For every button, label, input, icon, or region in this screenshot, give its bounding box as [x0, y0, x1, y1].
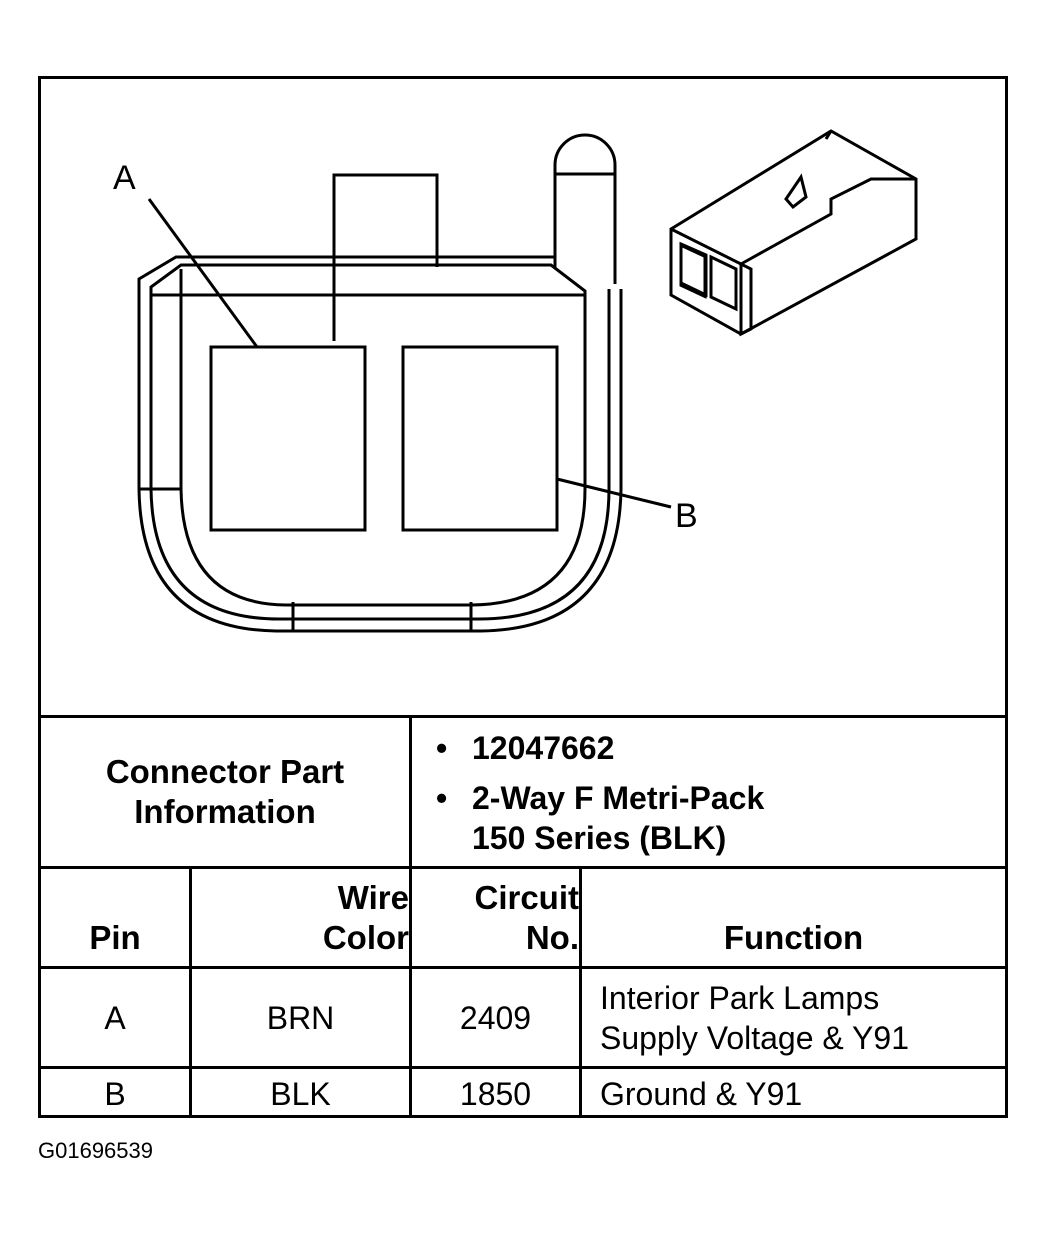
table-row: A BRN 2409 Interior Park Lamps Supply Vo…: [41, 969, 1005, 1069]
part-description: 2-Way F Metri-Pack 150 Series (BLK): [436, 778, 1005, 858]
callout-a-label: A: [113, 159, 136, 197]
header-pin: Pin: [41, 869, 192, 966]
table-row: B BLK 1850 Ground & Y91: [41, 1069, 1005, 1118]
connector-illustration: [137, 129, 918, 633]
circuit-cell: 1850: [412, 1069, 582, 1118]
connector-part-info-row: Connector Part Information 12047662 2-Wa…: [41, 718, 1005, 869]
connector-pin-table: Connector Part Information 12047662 2-Wa…: [41, 715, 1005, 1118]
header-function: Function: [723, 919, 864, 956]
connector-outer-shell: [137, 289, 623, 633]
connector-part-info-values: 12047662 2-Way F Metri-Pack 150 Series (…: [412, 718, 1005, 866]
connector-diagram-frame: A B Connector Part Information 12047662 …: [38, 76, 1008, 1118]
connector-isometric-view: [669, 129, 918, 337]
connector-face-view: A B: [41, 79, 1005, 715]
pin-cell: B: [41, 1069, 192, 1118]
cavity-b: [401, 345, 559, 532]
wire-color-cell: BLK: [192, 1069, 412, 1118]
pin-cell: A: [41, 969, 192, 1066]
connector-inner-top: [149, 263, 587, 489]
connector-latch-post: [553, 133, 617, 284]
callout-b-label: B: [675, 497, 698, 535]
callout-a-leader: [147, 198, 259, 348]
connector-part-info-label: Connector Part Information: [41, 718, 412, 866]
callout-b-leader: [556, 477, 672, 509]
wire-color-cell: BRN: [192, 969, 412, 1066]
header-circuit-no: Circuit No.: [412, 869, 582, 966]
function-cell: Ground & Y91: [600, 1075, 803, 1112]
circuit-cell: 2409: [412, 969, 582, 1066]
table-header-row: Pin Wire Color Circuit No. Function: [41, 869, 1005, 969]
function-cell: Interior Park Lamps Supply Voltage & Y91: [600, 979, 909, 1056]
figure-id: G01696539: [38, 1138, 153, 1163]
header-wire-color: Wire Color: [192, 869, 412, 966]
part-number: 12047662: [436, 728, 1005, 768]
cavity-a: [209, 345, 367, 532]
